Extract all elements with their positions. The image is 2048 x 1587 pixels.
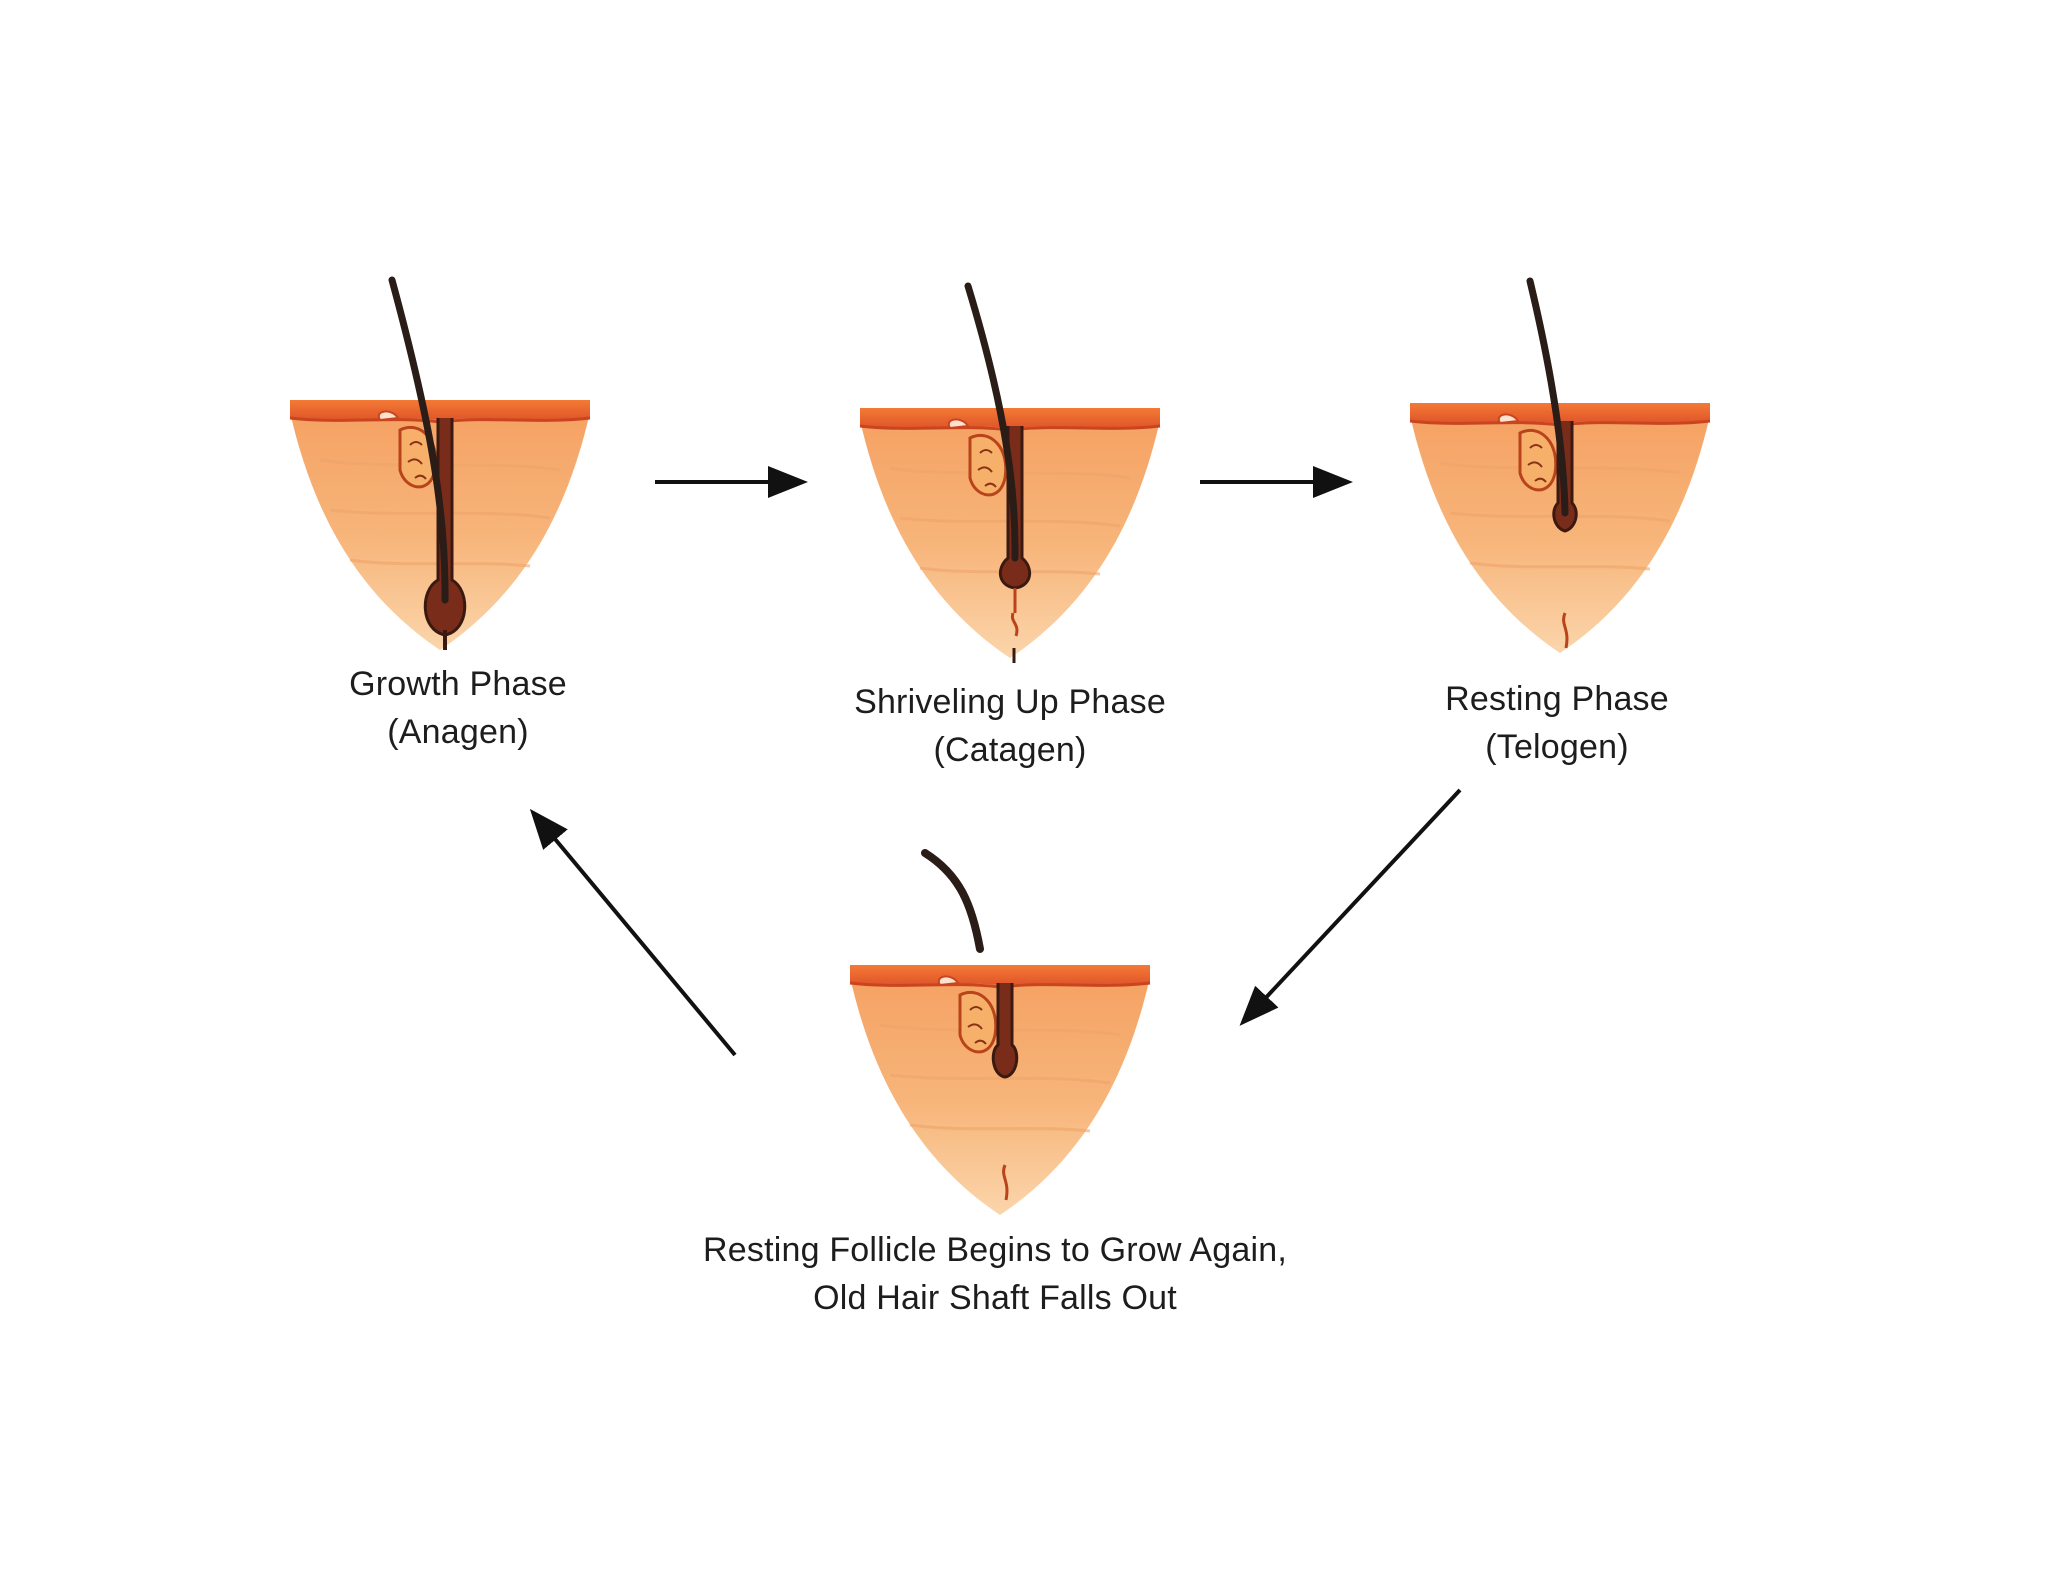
phase-title: Growth Phase — [349, 665, 567, 703]
follicle-exogen-icon — [848, 849, 1152, 1217]
phase-label-catagen: Shriveling Up Phase (Catagen) — [854, 678, 1166, 774]
phase-label-anagen: Growth Phase (Anagen) — [349, 660, 567, 756]
phase-subtitle: Old Hair Shaft Falls Out — [813, 1279, 1177, 1317]
arrow-telogen-to-exogen — [1239, 788, 1462, 1026]
phase-title: Resting Phase — [1445, 680, 1669, 718]
follicle-catagen-icon — [858, 282, 1162, 663]
arrow-exogen-to-anagen — [529, 808, 737, 1057]
phase-subtitle: (Telogen) — [1485, 728, 1629, 766]
phase-title: Resting Follicle Begins to Grow Again, — [703, 1231, 1287, 1269]
phase-label-exogen: Resting Follicle Begins to Grow Again, O… — [703, 1226, 1287, 1322]
phase-label-telogen: Resting Phase (Telogen) — [1445, 675, 1669, 771]
follicle-anagen-icon — [288, 276, 592, 652]
follicle-telogen-icon — [1408, 277, 1712, 655]
phase-subtitle: (Catagen) — [933, 731, 1087, 769]
phase-title: Shriveling Up Phase — [854, 683, 1166, 721]
phase-subtitle: (Anagen) — [387, 713, 529, 751]
